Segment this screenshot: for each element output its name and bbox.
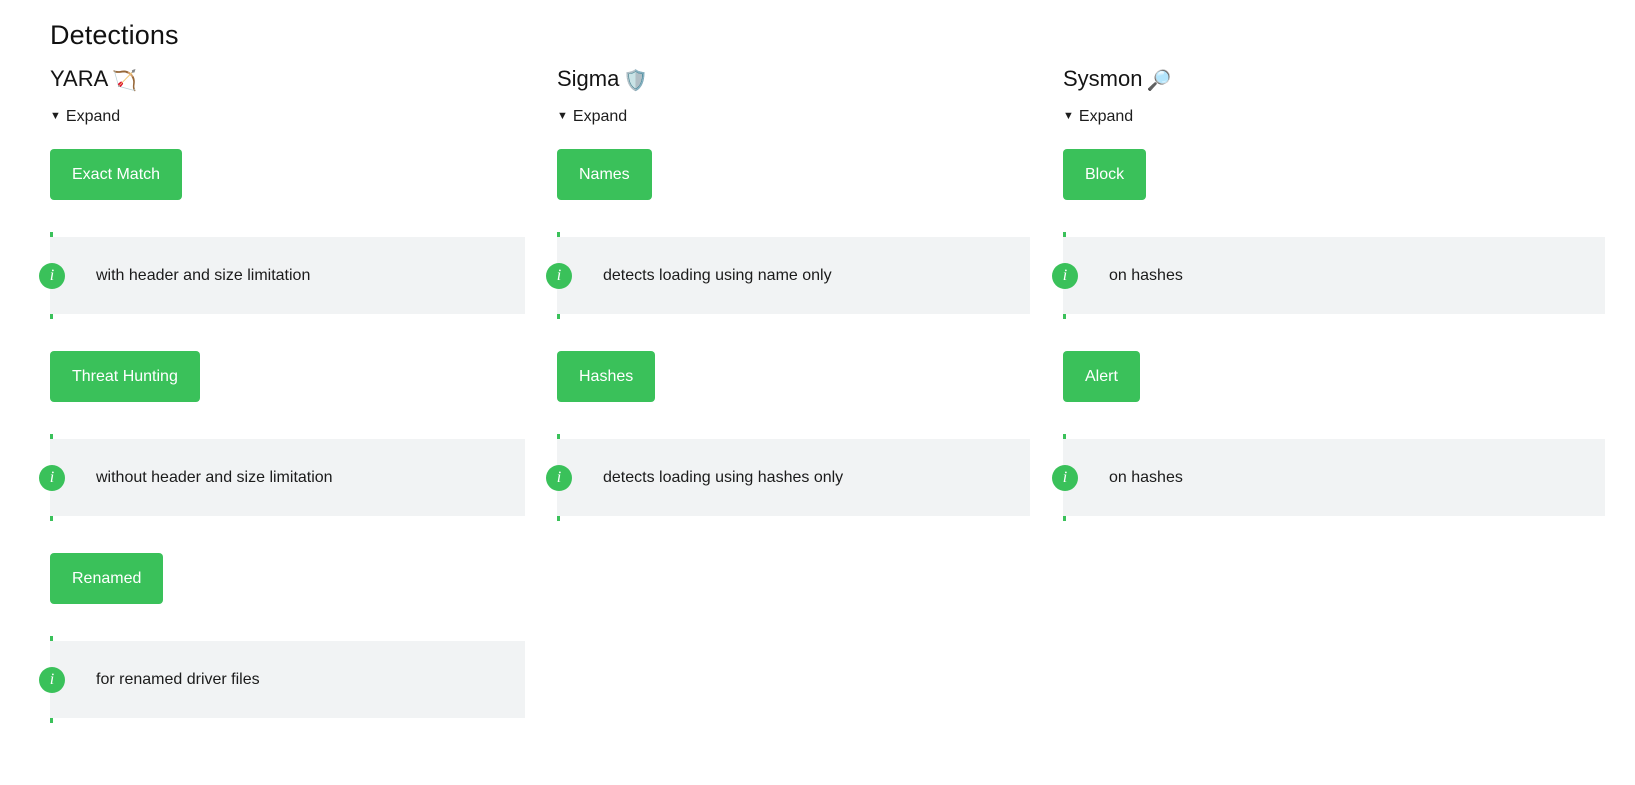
expand-toggle[interactable]: ▼ Expand bbox=[1063, 106, 1605, 127]
column-title-label: Sigma bbox=[557, 66, 620, 91]
info-icon: i bbox=[39, 666, 65, 693]
detection-note: i on hashes bbox=[1052, 232, 1605, 319]
note-body: i for renamed driver files bbox=[39, 641, 525, 718]
info-icon: i bbox=[546, 464, 572, 491]
detection-note: i detects loading using hashes only bbox=[546, 434, 1030, 521]
note-text: on hashes bbox=[1109, 267, 1183, 284]
expand-toggle[interactable]: ▼ Expand bbox=[50, 106, 525, 127]
expand-label: Expand bbox=[65, 108, 121, 125]
expand-toggle[interactable]: ▼ Expand bbox=[557, 106, 1030, 127]
detection-tag-button[interactable]: Hashes bbox=[557, 351, 656, 402]
note-body: i detects loading using hashes only bbox=[546, 439, 1030, 516]
caret-down-icon: ▼ bbox=[1063, 110, 1074, 122]
detection-tag-button[interactable]: Threat Hunting bbox=[50, 351, 200, 402]
caret-down-icon: ▼ bbox=[50, 110, 61, 122]
expand-label: Expand bbox=[572, 108, 628, 125]
magnifying-glass-emoji: 🔎 bbox=[1146, 70, 1172, 92]
note-body: i with header and size limitation bbox=[39, 237, 525, 314]
note-body: i detects loading using name only bbox=[546, 237, 1030, 314]
detection-tag-button[interactable]: Block bbox=[1063, 149, 1147, 200]
column-title-label: Sysmon bbox=[1063, 66, 1143, 91]
info-icon: i bbox=[39, 464, 65, 491]
shield-emoji: 🛡️ bbox=[623, 70, 649, 92]
note-body: i on hashes bbox=[1052, 439, 1605, 516]
info-icon: i bbox=[1052, 262, 1078, 289]
info-icon: i bbox=[39, 262, 65, 289]
info-icon: i bbox=[546, 262, 572, 289]
detection-tag-button[interactable]: Renamed bbox=[50, 553, 164, 604]
note-text: on hashes bbox=[1109, 469, 1183, 486]
page-title: Detections bbox=[50, 20, 179, 50]
column-title: YARA🏹 bbox=[50, 62, 525, 95]
detection-tag-button[interactable]: Names bbox=[557, 149, 652, 200]
info-icon: i bbox=[1052, 464, 1078, 491]
detection-blocks: Exact Match i with header and size limitat… bbox=[39, 149, 525, 723]
column-title-label: YARA bbox=[50, 66, 109, 91]
column-title: Sysmon🔎 bbox=[1063, 62, 1605, 95]
detection-note: i without header and size limitation bbox=[39, 434, 525, 521]
note-body: i on hashes bbox=[1052, 237, 1605, 314]
expand-label: Expand bbox=[1078, 108, 1134, 125]
detection-note: i for renamed driver files bbox=[39, 636, 525, 723]
note-text: detects loading using name only bbox=[603, 267, 832, 284]
detection-tag-button[interactable]: Alert bbox=[1063, 351, 1140, 402]
detection-tag-button[interactable]: Exact Match bbox=[50, 149, 183, 200]
detection-note: i on hashes bbox=[1052, 434, 1605, 521]
caret-down-icon: ▼ bbox=[557, 110, 568, 122]
detection-note: i detects loading using name only bbox=[546, 232, 1030, 319]
note-body: i without header and size limitation bbox=[39, 439, 525, 516]
column-title: Sigma🛡️ bbox=[557, 62, 1030, 95]
bow-and-arrow-emoji: 🏹 bbox=[112, 70, 138, 92]
note-text: detects loading using hashes only bbox=[603, 469, 844, 486]
note-text: without header and size limitation bbox=[96, 469, 333, 486]
note-text: for renamed driver files bbox=[96, 671, 260, 688]
note-text: with header and size limitation bbox=[96, 267, 311, 284]
detection-note: i with header and size limitation bbox=[39, 232, 525, 319]
